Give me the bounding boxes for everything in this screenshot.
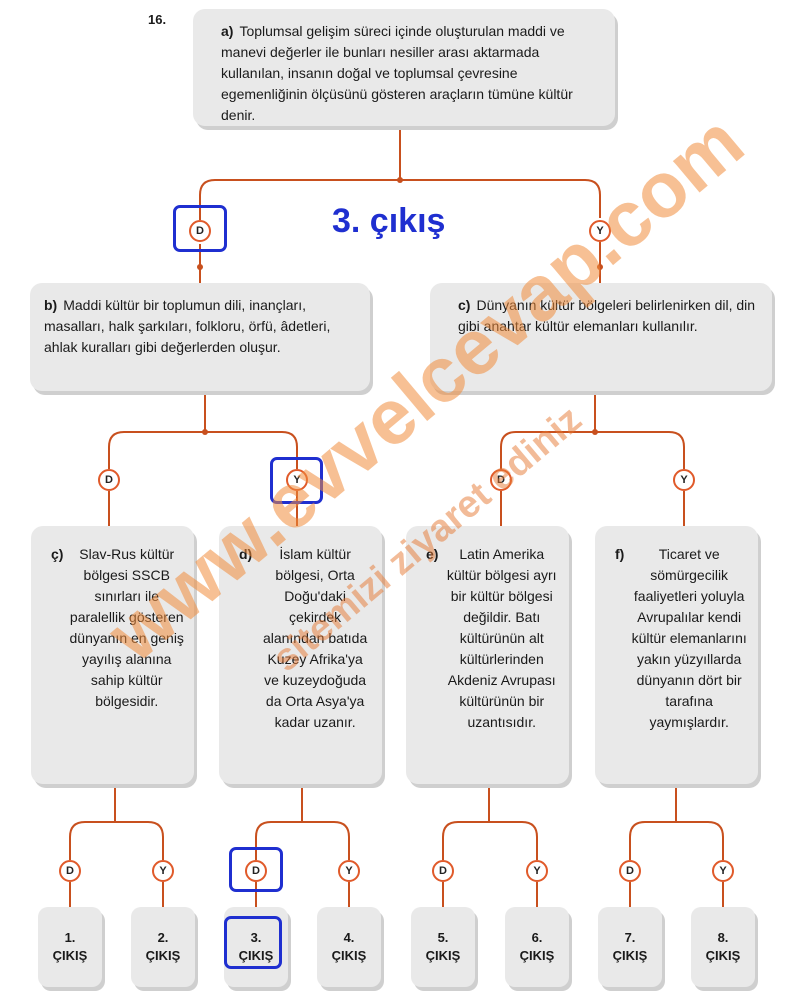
output-number: 4. <box>343 930 355 945</box>
node-true-3: D <box>245 860 267 882</box>
statement-text: İslam kültür bölgesi, Orta Doğu'daki çek… <box>262 546 368 730</box>
statement-box-e: e) Latin Amerika kültür bölgesi ayrı bir … <box>406 526 569 784</box>
highlight-true-a <box>173 205 227 252</box>
statement-text: Toplumsal gelişim süreci içinde oluşturu… <box>221 23 573 123</box>
question-number: 16. <box>148 12 167 27</box>
node-false-4: Y <box>338 860 360 882</box>
output-box-4: 4. ÇIKIŞ <box>317 907 381 987</box>
output-number: 7. <box>624 930 636 945</box>
output-word: ÇIKIŞ <box>331 948 367 963</box>
output-word: ÇIKIŞ <box>612 948 648 963</box>
node-false-b: Y <box>286 469 308 491</box>
answer-label: 3. çıkış <box>332 202 446 240</box>
highlight-output-3 <box>224 916 282 969</box>
highlight-true-3 <box>229 847 283 892</box>
statement-label: d) <box>239 546 253 562</box>
output-box-1: 1. ÇIKIŞ <box>38 907 102 987</box>
output-number: 3. <box>250 930 262 945</box>
highlight-false-b <box>270 457 323 504</box>
statement-box-d: d) İslam kültür bölgesi, Orta Doğu'daki ç… <box>219 526 382 784</box>
output-box-5: 5. ÇIKIŞ <box>411 907 475 987</box>
statement-box-c: c)Dünyanın kültür bölgeleri belirlenirke… <box>430 283 772 391</box>
output-box-3: 3. ÇIKIŞ <box>224 907 288 987</box>
statement-text: Latin Amerika kültür bölgesi ayrı bir kü… <box>446 546 557 730</box>
statement-text: Maddi kültür bir toplumun dili, inançlar… <box>44 297 331 355</box>
node-false-a: Y <box>589 220 611 242</box>
statement-text: Ticaret ve sömürgecilik faaliyetleri yol… <box>631 546 747 730</box>
output-word: ÇIKIŞ <box>145 948 181 963</box>
node-true-b: D <box>98 469 120 491</box>
statement-label: a) <box>221 23 234 39</box>
output-box-7: 7. ÇIKIŞ <box>598 907 662 987</box>
statement-box-b: b)Maddi kültür bir toplumun dili, inançl… <box>30 283 370 391</box>
statement-label: c) <box>458 297 471 313</box>
statement-text: Slav-Rus kültür bölgesi SSCB sınırları i… <box>69 546 184 709</box>
output-box-6: 6. ÇIKIŞ <box>505 907 569 987</box>
output-number: 2. <box>157 930 169 945</box>
root-statement-box: a)Toplumsal gelişim süreci içinde oluştu… <box>193 9 615 126</box>
output-word: ÇIKIŞ <box>425 948 461 963</box>
node-true-a: D <box>189 220 211 242</box>
statement-text: Dünyanın kültür bölgeleri belirlenirken … <box>458 297 756 334</box>
node-false-c: Y <box>673 469 695 491</box>
statement-label: b) <box>44 297 58 313</box>
output-box-8: 8. ÇIKIŞ <box>691 907 755 987</box>
output-box-2: 2. ÇIKIŞ <box>131 907 195 987</box>
output-number: 8. <box>717 930 729 945</box>
statement-box-f: f) Ticaret ve sömürgecilik faaliyetleri y… <box>595 526 758 784</box>
node-true-1: D <box>59 860 81 882</box>
statement-box-c-cedilla: ç) Slav-Rus kültür bölgesi SSCB sınırları… <box>31 526 194 784</box>
statement-label: f) <box>615 546 625 562</box>
output-number: 1. <box>64 930 76 945</box>
node-false-6: Y <box>526 860 548 882</box>
output-word: ÇIKIŞ <box>519 948 555 963</box>
output-word: ÇIKIŞ <box>52 948 88 963</box>
node-false-8: Y <box>712 860 734 882</box>
node-true-7: D <box>619 860 641 882</box>
node-true-c: D <box>490 469 512 491</box>
node-true-5: D <box>432 860 454 882</box>
output-word: ÇIKIŞ <box>238 948 274 963</box>
output-word: ÇIKIŞ <box>705 948 741 963</box>
statement-label: ç) <box>51 546 64 562</box>
node-false-2: Y <box>152 860 174 882</box>
output-number: 6. <box>531 930 543 945</box>
output-number: 5. <box>437 930 449 945</box>
statement-label: e) <box>426 546 439 562</box>
